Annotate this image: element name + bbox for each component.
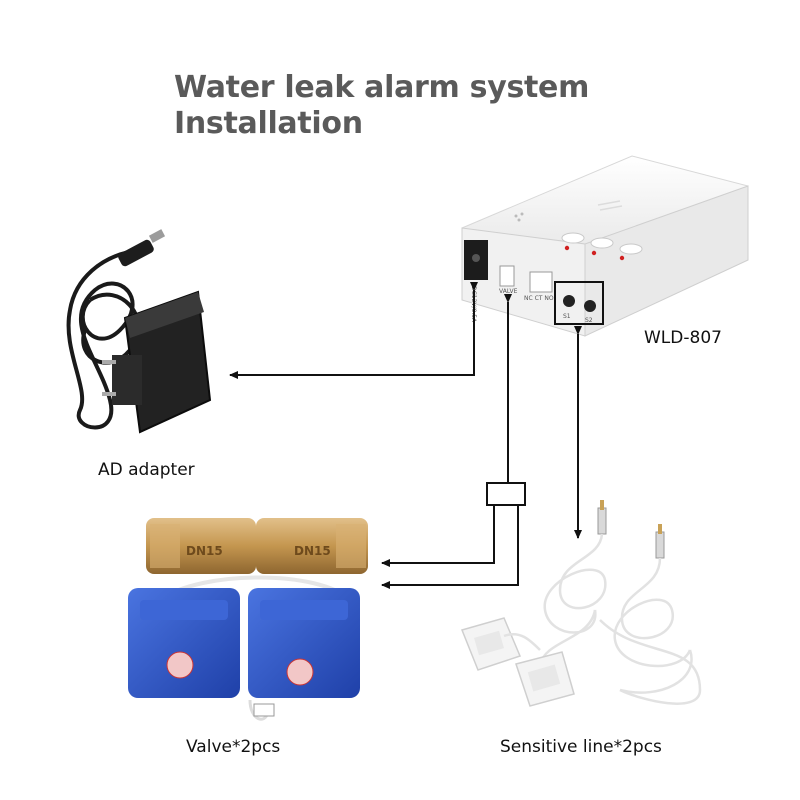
sensor-port-1-label: S1 (563, 313, 571, 320)
valve-port-label: VALVE (499, 288, 518, 295)
adapter-label: AD adapter (98, 460, 195, 480)
leak-sensor-cable-icon (460, 500, 702, 707)
motorized-valve-icon: DN15 DN15 (128, 518, 368, 721)
page-title: Water leak alarm system Installation (174, 70, 589, 142)
sensor-label: Sensitive line*2pcs (500, 737, 662, 757)
power-adapter-icon (66, 229, 212, 434)
connection-lines (229, 282, 582, 589)
sensor-port-2-label: S2 (585, 317, 593, 324)
valve-marking-1: DN15 (186, 544, 223, 558)
controller-box-icon (461, 155, 749, 337)
valve-marking-2: DN15 (294, 544, 331, 558)
relay-port-label: NC CT NO (524, 295, 554, 302)
splitter-box (486, 482, 526, 506)
title-line-2: Installation (174, 106, 363, 141)
valve-label: Valve*2pcs (186, 737, 281, 757)
controller-label: WLD-807 (644, 328, 722, 348)
title-line-1: Water leak alarm system (174, 70, 590, 105)
